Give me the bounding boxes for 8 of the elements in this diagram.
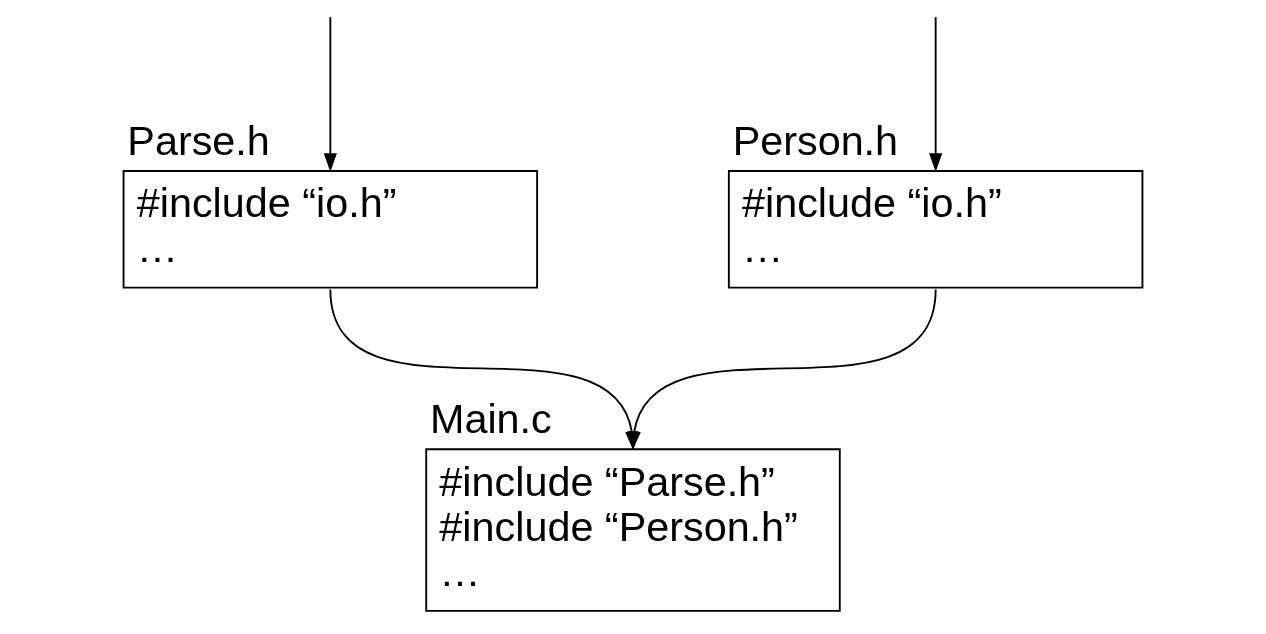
node-label: Parse.h xyxy=(127,118,270,165)
arrow xyxy=(323,16,337,172)
arrow xyxy=(929,16,943,172)
node-box: #include “io.h” … xyxy=(122,170,539,289)
node-box: #include “io.h” … xyxy=(727,170,1144,289)
node-label: Main.c xyxy=(429,396,552,443)
node-box: #include “Parse.h” #include “Person.h” … xyxy=(425,448,841,612)
node-label: Person.h xyxy=(732,118,899,165)
